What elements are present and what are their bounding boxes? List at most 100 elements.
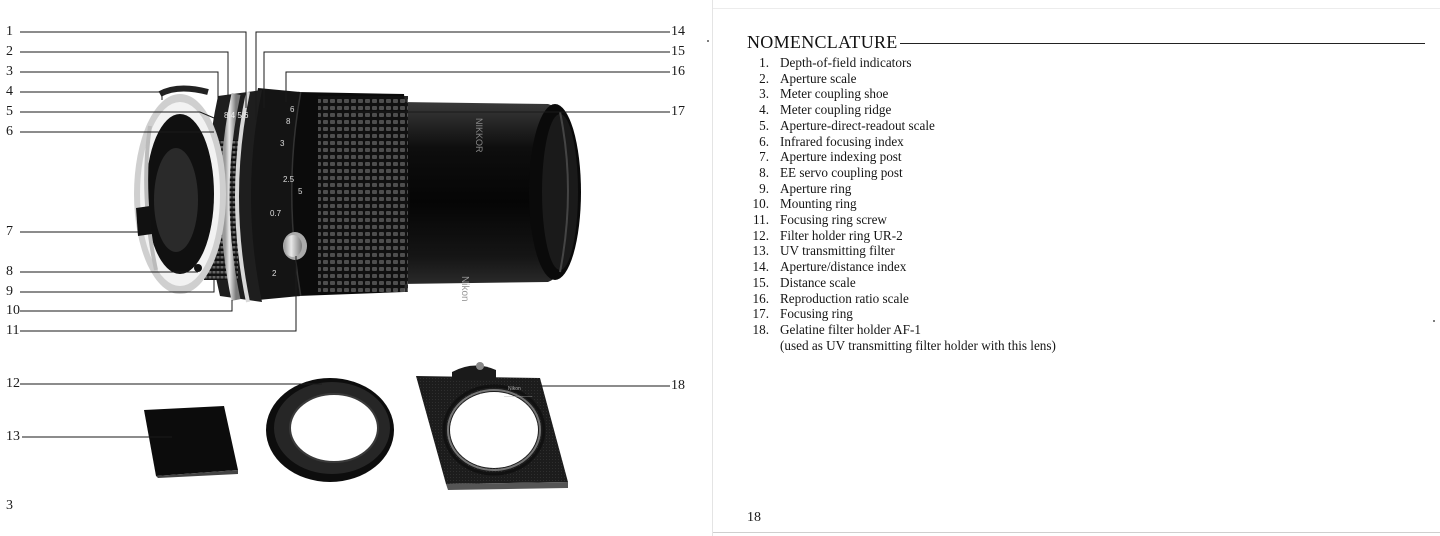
item-label: Meter coupling ridge (780, 102, 892, 118)
list-item: 2. Aperture scale (747, 71, 1387, 87)
leader-lines (20, 31, 670, 438)
svg-text:6: 6 (290, 105, 295, 114)
svg-text:2.5: 2.5 (283, 175, 295, 184)
svg-text:Nikon: Nikon (459, 276, 470, 302)
callout-number: 18 (671, 378, 685, 393)
item-label: Mounting ring (780, 196, 857, 212)
item-label: Aperture-direct-readout scale (780, 117, 935, 133)
item-number: 6. (759, 133, 769, 149)
item-number: 10. (752, 196, 769, 212)
callout-number: 16 (671, 64, 685, 79)
item-number: 12. (752, 227, 769, 243)
svg-text:8: 8 (286, 117, 291, 126)
item-number: 13. (752, 243, 769, 259)
item-label: Distance scale (780, 274, 856, 290)
callout-number: 9 (6, 284, 13, 299)
item-label: Infrared focusing index (780, 133, 904, 149)
item-number: 15. (752, 274, 769, 290)
list-item: 9. Aperture ring (747, 181, 1387, 197)
callout-number: 1 (6, 24, 13, 39)
callout-number: 5 (6, 104, 13, 119)
scan-speck (707, 40, 709, 42)
svg-text:3: 3 (280, 139, 285, 148)
svg-text:NIKKOR: NIKKOR (474, 118, 484, 153)
scan-speck (1433, 320, 1435, 322)
list-item: 3. Meter coupling shoe (747, 86, 1387, 102)
item-number: 9. (759, 180, 769, 196)
list-item: 15. Distance scale (747, 275, 1387, 291)
callout-number: 14 (671, 24, 685, 39)
filter-holder-ring (266, 378, 394, 482)
item-number: 14. (752, 259, 769, 275)
item-label: UV transmitting filter (780, 243, 895, 259)
item-number: 18. (752, 321, 769, 337)
item-note: (used as UV transmitting filter holder w… (780, 337, 1056, 353)
nomenclature-list: 1. Depth-of-field indicators 2. Aperture s… (747, 55, 1387, 353)
item-number: 7. (759, 149, 769, 165)
gelatine-filter-holder: Nikon ──────── (416, 362, 568, 490)
callout-number: 12 (6, 376, 20, 391)
item-number: 2. (759, 70, 769, 86)
list-item: 6. Infrared focusing index (747, 134, 1387, 150)
item-label: Aperture scale (780, 70, 857, 86)
list-item-note: (used as UV transmitting filter holder w… (747, 338, 1387, 354)
focusing-ring-screw (283, 232, 307, 260)
item-label: Gelatine filter holder AF-1 (780, 321, 921, 337)
item-number: 16. (752, 290, 769, 306)
lens-illustration: NIKKOR Nikon 8 3 2.5 5 0.7 2 6 (20, 31, 670, 490)
list-item: 12.Filter holder ring UR-2 (747, 228, 1387, 244)
callout-number: 13 (6, 429, 20, 444)
callout-number: 10 (6, 303, 20, 318)
item-label: Focusing ring (780, 306, 853, 322)
callout-number: 17 (671, 104, 685, 119)
list-item: 11. Focusing ring screw (747, 212, 1387, 228)
item-label: Focusing ring screw (780, 212, 887, 228)
heading-row: NOMENCLATURE (747, 30, 1425, 54)
list-item: 16. Reproduction ratio scale (747, 291, 1387, 307)
callout-number: 2 (6, 44, 13, 59)
page-title: NOMENCLATURE (747, 31, 898, 52)
item-number: 3. (759, 86, 769, 102)
item-number: 17. (752, 306, 769, 322)
callout-number: 8 (6, 264, 13, 279)
svg-text:────────: ──────── (503, 394, 533, 400)
item-number: 5. (759, 117, 769, 133)
svg-text:0.7: 0.7 (270, 209, 282, 218)
uv-filter (144, 406, 238, 478)
list-item: 13. UV transmitting filter (747, 243, 1387, 259)
item-label: EE servo coupling post (780, 164, 903, 180)
callout-number: 15 (671, 44, 685, 59)
callout-number: 4 (6, 84, 13, 99)
svg-text:2: 2 (272, 269, 277, 278)
focusing-ring (288, 91, 410, 297)
item-number: 8. (759, 164, 769, 180)
item-number: 4. (759, 102, 769, 118)
item-label: Reproduction ratio scale (780, 290, 909, 306)
callout-number: 7 (6, 224, 13, 239)
list-item: 4. Meter coupling ridge (747, 102, 1387, 118)
item-number: 11. (753, 212, 769, 228)
list-item: 17. Focusing ring (747, 306, 1387, 322)
list-item: 5. Aperture-direct-readout scale (747, 118, 1387, 134)
list-item: 8. EE servo coupling post (747, 165, 1387, 181)
lens-barrel: NIKKOR Nikon (400, 102, 581, 302)
heading-rule (899, 43, 1425, 44)
left-page: NIKKOR Nikon 8 3 2.5 5 0.7 2 6 (0, 0, 712, 536)
item-label: Aperture ring (780, 180, 852, 196)
page-number: 3 (6, 498, 13, 513)
item-label: Depth-of-field indicators (780, 55, 912, 70)
item-label: Aperture indexing post (780, 149, 902, 165)
list-item: 18. Gelatine filter holder AF-1 (747, 322, 1387, 338)
list-item: 10. Mounting ring (747, 196, 1387, 212)
item-label: Meter coupling shoe (780, 86, 889, 102)
item-number: 1. (759, 55, 769, 70)
list-item: 7. Aperture indexing post (747, 149, 1387, 165)
right-page: NOMENCLATURE 1. Depth-of-field indicators… (707, 0, 1440, 536)
page-number: 18 (747, 510, 761, 525)
callout-number: 6 (6, 124, 13, 139)
svg-text:5: 5 (298, 187, 303, 196)
callout-number: 3 (6, 64, 13, 79)
list-item: 1. Depth-of-field indicators (747, 55, 1387, 71)
item-label: Aperture/distance index (780, 259, 907, 275)
list-item: 14. Aperture/distance index (747, 259, 1387, 275)
